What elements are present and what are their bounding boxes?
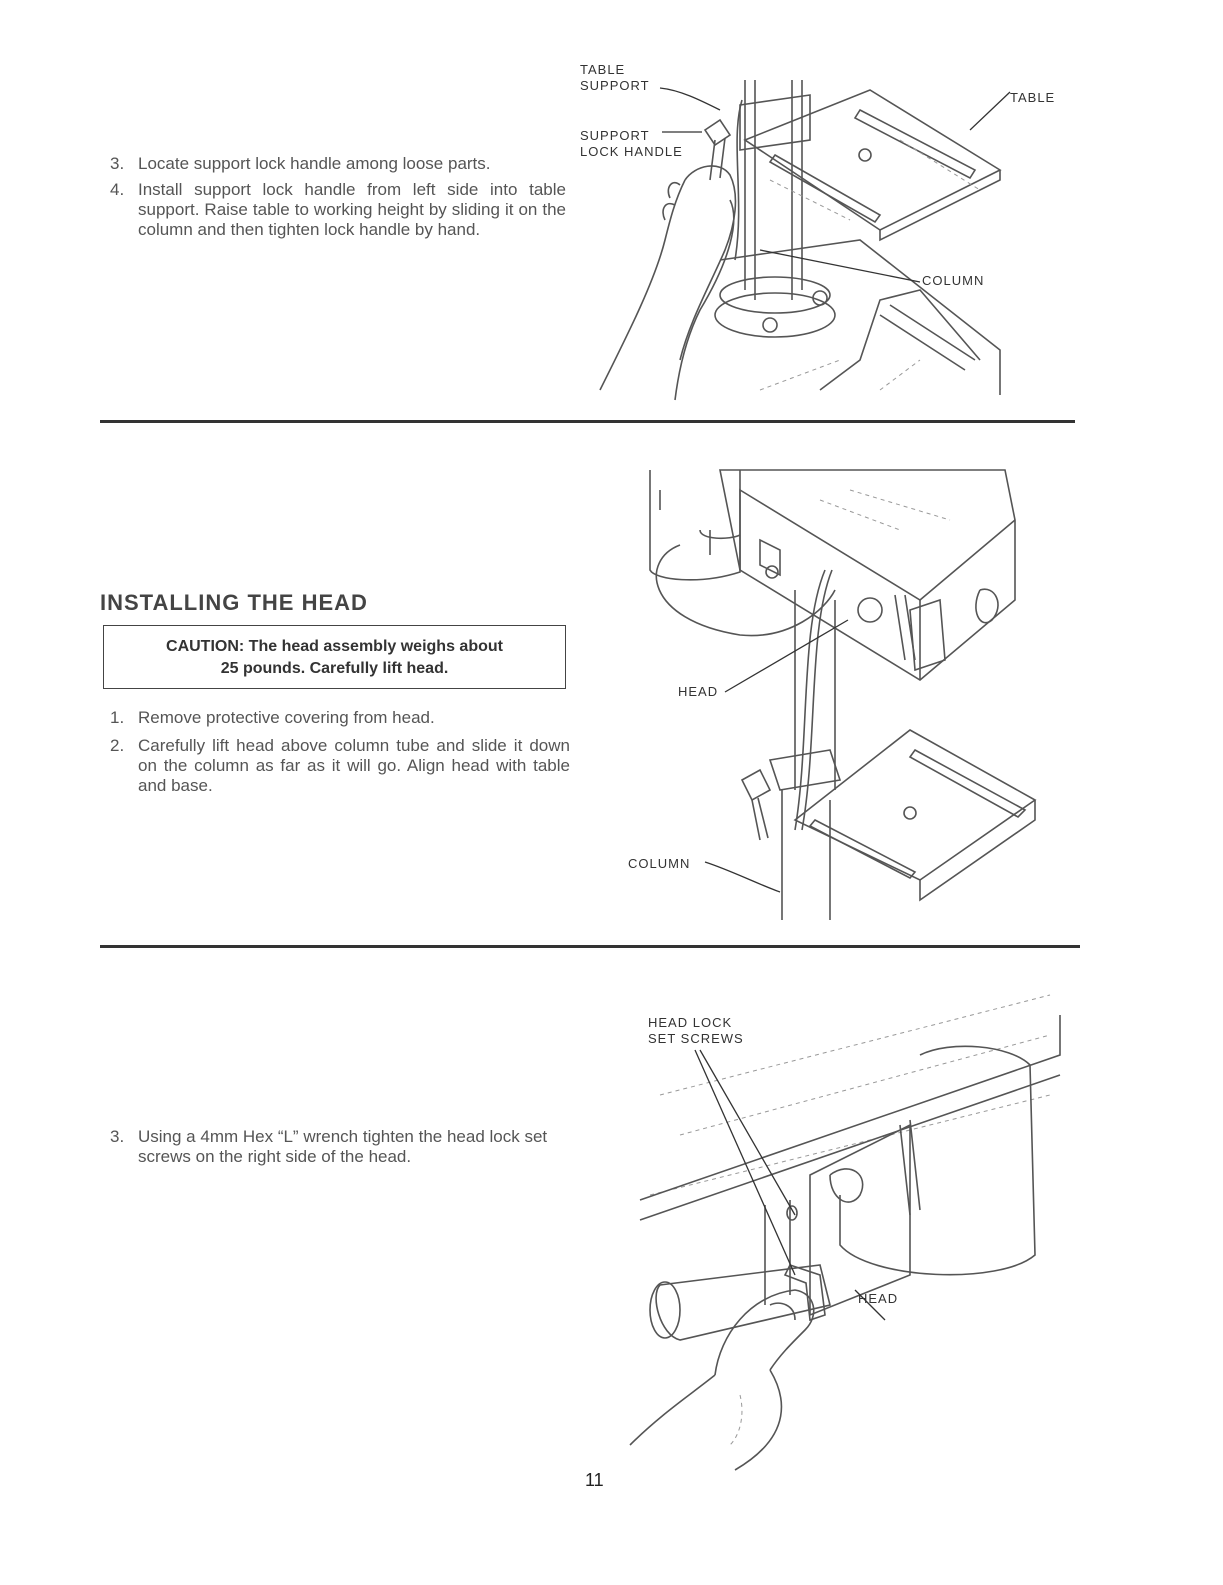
label-column: COLUMN (922, 273, 985, 288)
caution-line-1: CAUTION: The head assembly weighs about (166, 638, 503, 655)
head-lock-screws-illustration (629, 994, 1061, 1471)
step-number: 3. (110, 1127, 125, 1146)
step-number: 4. (110, 180, 125, 199)
caution-box: CAUTION: The head assembly weighs about … (103, 625, 566, 689)
table-support-illustration (599, 80, 1011, 401)
label-table-support: TABLE SUPPORT (580, 62, 650, 93)
step-text: Carefully lift head above column tube an… (138, 736, 570, 795)
label-head: HEAD (858, 1291, 899, 1306)
label-head: HEAD (678, 684, 719, 699)
step-number: 3. (110, 154, 125, 173)
label-support-lock-handle: SUPPORT LOCK HANDLE (580, 128, 683, 159)
section-divider (100, 420, 1075, 423)
step-text: Install support lock handle from left si… (138, 180, 566, 239)
step-number: 2. (110, 736, 125, 755)
label-head-lock-set-screws: HEAD LOCK SET SCREWS (648, 1015, 744, 1046)
label-table: TABLE (1010, 90, 1056, 105)
label-column: COLUMN (628, 856, 691, 871)
step-text: Locate support lock handle among loose p… (138, 154, 491, 173)
page-number: 11 (585, 1470, 604, 1490)
head-installation-illustration (649, 469, 1037, 920)
step-text: Remove protective covering from head. (138, 708, 435, 727)
section-heading: INSTALLING THE HEAD (100, 590, 368, 615)
caution-line-2: 25 pounds. Carefully lift head. (220, 660, 449, 677)
step-text: Using a 4mm Hex “L” wrench tighten the h… (138, 1127, 548, 1166)
step-number: 1. (110, 708, 125, 727)
section-divider (100, 945, 1080, 948)
